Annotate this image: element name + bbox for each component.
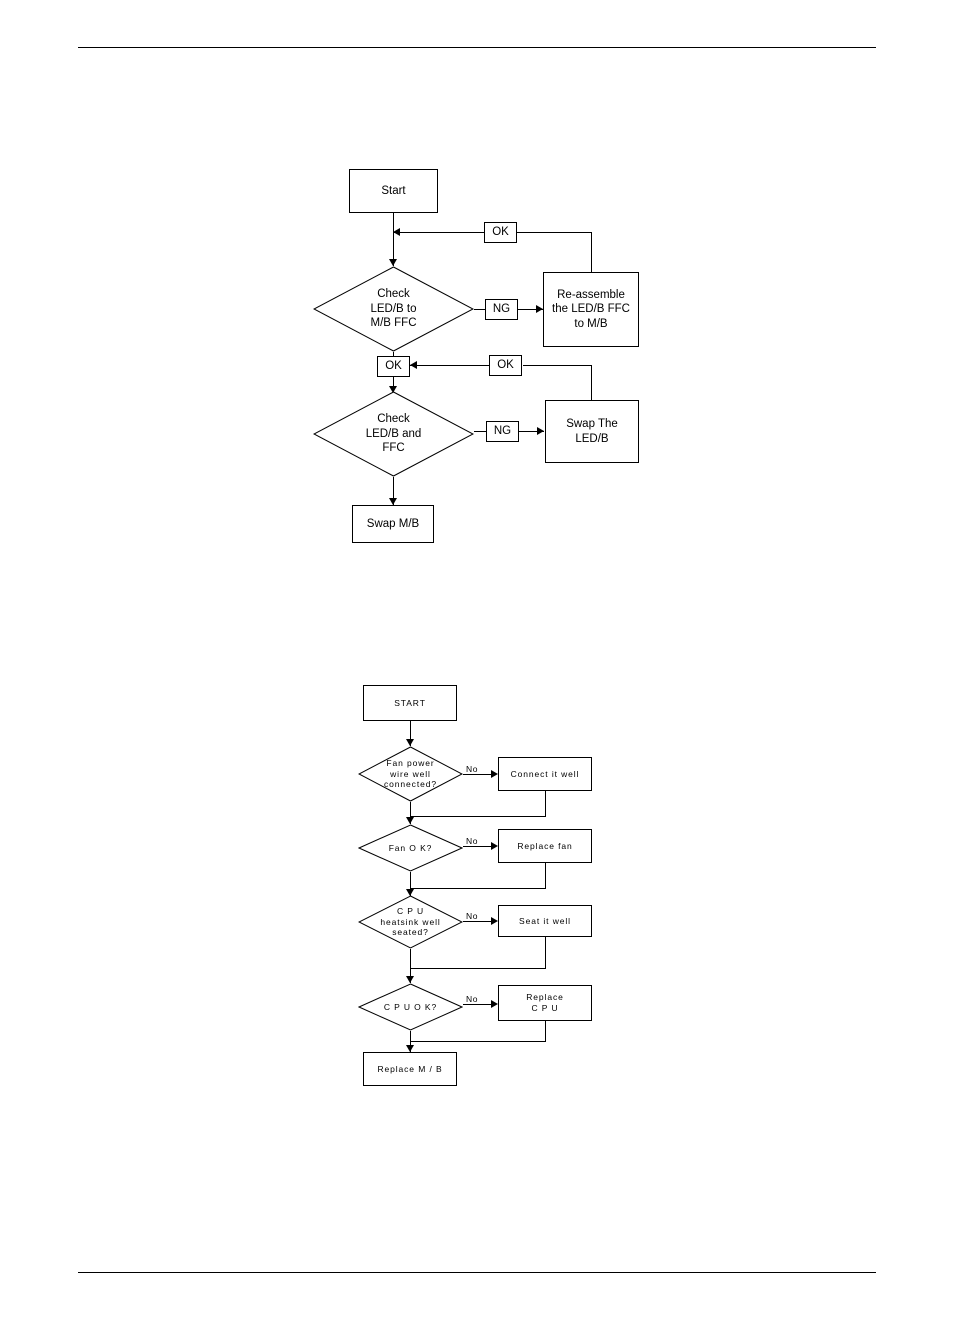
node-seat-it-well: Seat it well [498, 905, 592, 937]
edge-ng-to-reassemble [518, 309, 543, 310]
node-fan-ok: Fan O K? [358, 824, 463, 872]
edge-swapledb-top-to-ok3 [523, 365, 592, 366]
edge-ok3-to-ok2 [410, 365, 489, 366]
edge-cpuok-to-no4 [463, 1004, 493, 1005]
edge-fanok-to-no2 [463, 846, 493, 847]
arrowhead-check2-to-swapmb [389, 498, 397, 505]
edge-check2-to-ng2 [474, 431, 487, 432]
edge-ok1-to-mainline [393, 232, 484, 233]
edge-fanpower-down [410, 802, 411, 816]
edge-seatit-to-mainline [410, 968, 546, 969]
edge-label-no3: No [466, 911, 479, 921]
edge-label-ok1: OK [484, 222, 517, 243]
node-start-2: START [363, 685, 457, 721]
footer-rule [78, 1272, 876, 1273]
arrowhead-no1-to-connect [491, 770, 498, 778]
arrowhead-mainline-to-cpuok [406, 976, 414, 983]
edge-start2-to-fanpower [410, 721, 411, 746]
edge-fanok-down [410, 872, 411, 888]
node-check1-label: Check LED/B to M/B FFC [370, 288, 417, 330]
edge-label-ng2: NG [486, 421, 519, 442]
edge-check1-down [393, 352, 394, 356]
edge-mainline-to-cpuok [410, 968, 411, 983]
node-swap-the-ledb: Swap The LED/B [545, 400, 639, 463]
arrowhead-no4-to-replacecpu [491, 1000, 498, 1008]
header-rule [78, 47, 876, 48]
arrowhead-mainline-to-heatsink [406, 889, 414, 896]
node-fanpower-label: Fan power wire well connected? [384, 758, 437, 790]
node-cpuok-label: C P U O K? [383, 1001, 438, 1012]
edge-ng2-to-swapledb [519, 431, 544, 432]
node-fan-power-wire-connected: Fan power wire well connected? [358, 746, 463, 802]
edge-heatsink-down [410, 949, 411, 968]
edge-replacefan-down [545, 863, 546, 888]
arrowhead-start2-to-fanpower [406, 739, 414, 746]
edge-ok2-to-check2 [393, 377, 394, 391]
node-replace-fan: Replace fan [498, 829, 592, 863]
arrowhead-ng2-to-swapledb [537, 427, 544, 435]
node-swap-mb: Swap M/B [352, 505, 434, 543]
arrowhead-no3-to-seatit [491, 917, 498, 925]
node-reassemble-ledb-ffc: Re-assemble the LED/B FFC to M/B [543, 272, 639, 347]
arrowhead-ok3-to-ok2 [410, 361, 417, 369]
edge-start-to-check1 [393, 213, 394, 266]
edge-reassemble-up [591, 232, 592, 272]
node-replace-cpu: Replace C P U [498, 985, 592, 1021]
node-check2-label: Check LED/B and FFC [365, 413, 422, 455]
node-cpu-ok: C P U O K? [358, 983, 463, 1031]
node-connect-it-well: Connect it well [498, 757, 592, 791]
edge-reassemble-top-to-ok [517, 232, 592, 233]
edge-seatit-down [545, 937, 546, 968]
edge-label-no1: No [466, 764, 479, 774]
node-fanok-label: Fan O K? [388, 842, 433, 853]
edge-connect-to-mainline [410, 816, 546, 817]
node-check-ledb-to-mb-ffc: Check LED/B to M/B FFC [313, 266, 474, 352]
edge-connect-down [545, 791, 546, 816]
arrowhead-ok2-to-check2 [389, 386, 397, 393]
edge-heatsink-to-no3 [463, 921, 493, 922]
arrowhead-mainline-to-fanok [406, 817, 414, 824]
arrowhead-start-to-check1 [389, 259, 397, 266]
edge-replacecpu-down [545, 1021, 546, 1041]
arrowhead-ok1-to-mainline [393, 228, 400, 236]
edge-label-ok2: OK [377, 356, 410, 377]
edge-swapledb-up [591, 365, 592, 400]
edge-cpuok-down [410, 1031, 411, 1041]
edge-label-ng1: NG [485, 299, 518, 320]
arrowhead-mainline-to-replacemb [406, 1045, 414, 1052]
edge-fanpower-to-no1 [463, 774, 493, 775]
edge-label-no4: No [466, 994, 479, 1004]
node-start: Start [349, 169, 438, 213]
node-check-ledb-and-ffc: Check LED/B and FFC [313, 391, 474, 477]
node-heatsink-label: C P U heatsink well seated? [380, 906, 441, 938]
arrowhead-ng-to-reassemble [536, 305, 543, 313]
node-cpu-heatsink-seated: C P U heatsink well seated? [358, 895, 463, 949]
edge-check1-to-ng [474, 309, 487, 310]
edge-replacefan-to-mainline [410, 888, 546, 889]
edge-label-no2: No [466, 836, 479, 846]
arrowhead-no2-to-replacefan [491, 842, 498, 850]
node-replace-mb: Replace M / B [363, 1052, 457, 1086]
edge-check2-to-swapmb [393, 477, 394, 505]
edge-label-ok3: OK [489, 355, 522, 376]
edge-replacecpu-to-mainline [410, 1041, 546, 1042]
